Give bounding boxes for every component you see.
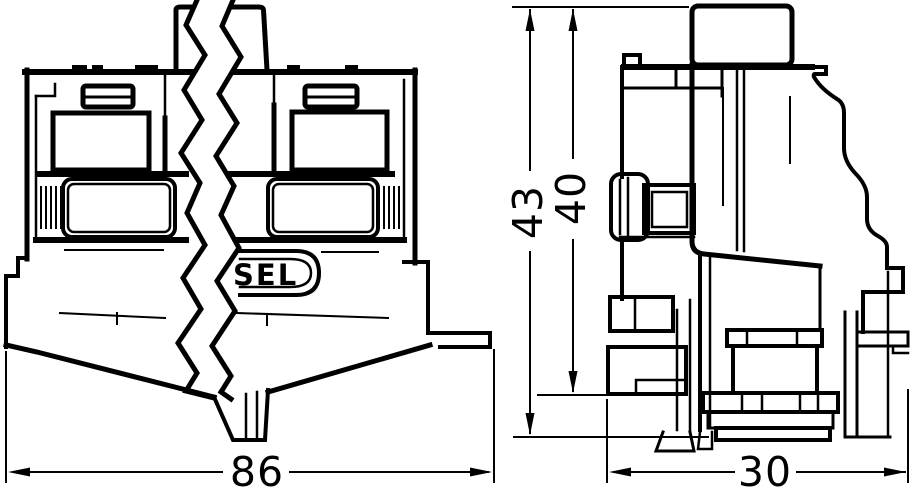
terminal-opening-left [50, 110, 152, 173]
break-gap [178, 0, 241, 399]
brand-label: SEL [233, 258, 298, 292]
rear-profile [810, 65, 905, 334]
clip-spring-foot [653, 430, 696, 453]
rib-texture-left [40, 186, 62, 229]
clamp-body-left [61, 177, 177, 239]
din-foot [211, 387, 271, 442]
front-view: SEL [3, 0, 492, 442]
arrowhead-down [525, 413, 535, 435]
rail-support [606, 345, 688, 396]
dim-value-40: 40 [547, 171, 595, 225]
side-view [606, 3, 910, 453]
base-block [608, 295, 675, 333]
cover-tab [689, 3, 795, 68]
clamp-barrel [609, 172, 650, 242]
break-line-left [175, 0, 218, 402]
base-edge-left [3, 342, 218, 401]
top-lug [92, 65, 103, 73]
top-lug [287, 65, 300, 73]
arrowhead-right [470, 467, 492, 477]
front-base: SEL [3, 249, 434, 442]
dimension-height-43: 43 [504, 6, 709, 438]
arrowhead-up [525, 9, 535, 31]
dimension-depth-30: 30 [606, 389, 909, 489]
rib-texture-right [383, 186, 400, 229]
top-lug [72, 65, 87, 73]
dim-value-30: 30 [738, 448, 792, 489]
cable-tab-right [227, 4, 270, 73]
test-slot-right [302, 83, 360, 110]
top-notch [622, 53, 642, 69]
dim-value-43: 43 [504, 185, 552, 239]
test-slot-left [80, 83, 136, 110]
arrowhead-left [8, 467, 30, 477]
arrowhead-right [884, 467, 906, 477]
top-lug [345, 65, 358, 73]
dimension-width-86: 86 [5, 349, 495, 489]
base-edge-right [264, 341, 434, 396]
side-tab [426, 331, 492, 349]
break-line-right [209, 0, 244, 403]
cable-tab-left [173, 4, 201, 73]
label-plate: SEL [233, 249, 322, 297]
dim-value-86: 86 [230, 448, 284, 489]
top-lug [135, 65, 158, 73]
dimension-height-40: 40 [537, 9, 618, 396]
din-clip [653, 251, 910, 453]
arrowhead-left [609, 467, 631, 477]
clamp-body-right [266, 177, 380, 239]
arrowhead-down [568, 371, 578, 393]
front-body [4, 4, 492, 349]
terminal-opening-right [289, 109, 390, 173]
arrowhead-up [568, 9, 578, 31]
